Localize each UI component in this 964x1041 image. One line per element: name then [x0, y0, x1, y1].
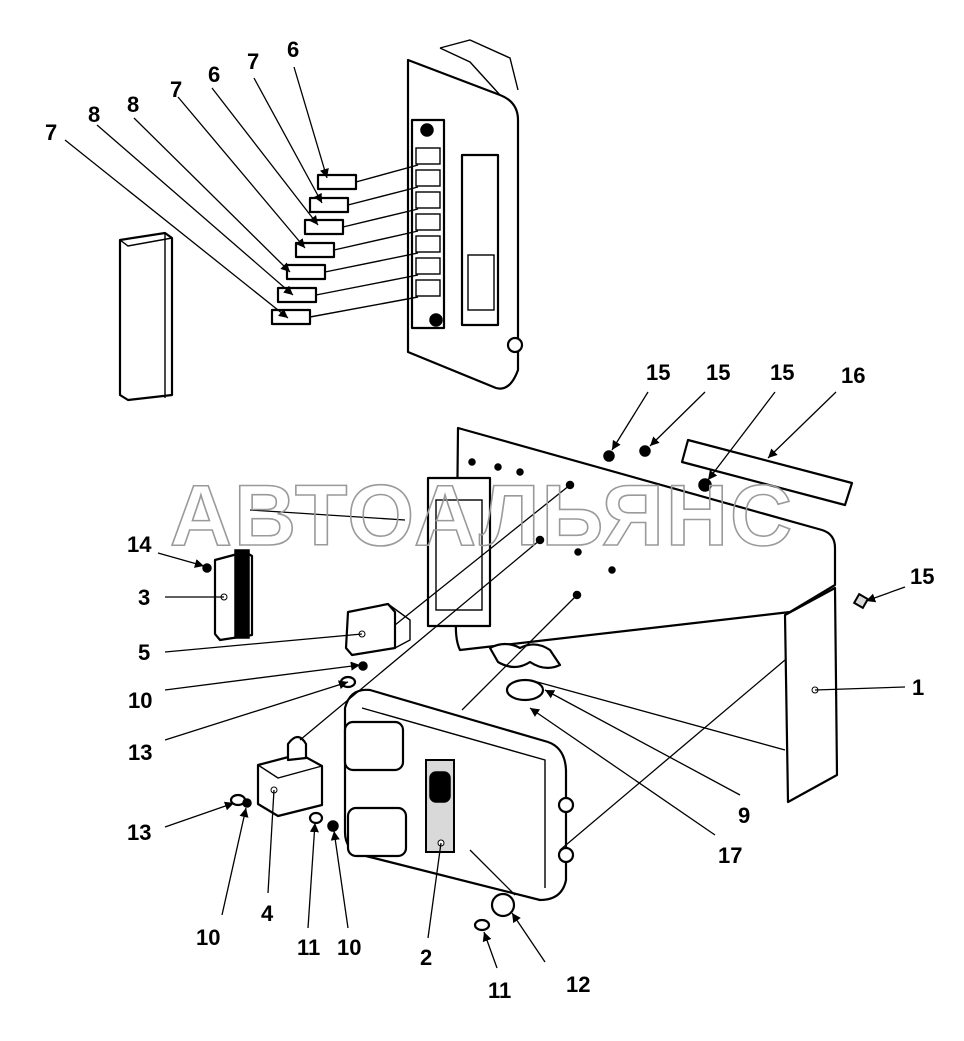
- callout-label: 10: [128, 688, 152, 713]
- fuse-panel: [406, 39, 524, 390]
- callout-label: 7: [170, 77, 182, 102]
- mounting-plate: [426, 426, 854, 652]
- callout-label: 8: [88, 102, 100, 127]
- callout-label: 1: [912, 675, 924, 700]
- leader-lines: [64, 66, 906, 969]
- watermark-text: АВТОАЛЬЯНС: [170, 468, 794, 564]
- callout-label: 7: [247, 49, 259, 74]
- relay-3: [213, 549, 254, 642]
- callout-label: 15: [910, 564, 934, 589]
- callout-label: 11: [297, 935, 320, 960]
- callout-labels: 7 8 8 7 6 7 6 15 15 15 16 15 14 3 5 10 1…: [45, 37, 934, 1003]
- callout-label: 12: [566, 972, 590, 997]
- callout-label: 7: [45, 120, 57, 145]
- callout-label: 17: [718, 843, 742, 868]
- nut-set: [603, 445, 870, 610]
- callout-label: 15: [770, 360, 794, 385]
- callout-label: 16: [841, 363, 865, 388]
- fastener-set: [202, 563, 516, 932]
- callout-label: 5: [138, 640, 150, 665]
- fuse-set: [270, 164, 419, 326]
- callout-label: 8: [127, 92, 139, 117]
- callout-label: 10: [337, 935, 361, 960]
- callout-label: 2: [420, 945, 432, 970]
- callout-label: 14: [127, 532, 152, 557]
- ecu-unit: [343, 688, 575, 902]
- callout-label: 6: [287, 37, 299, 62]
- side-plate: [783, 586, 839, 804]
- callout-label: 11: [488, 978, 511, 1003]
- callout-label: 15: [706, 360, 730, 385]
- callout-label: 9: [738, 803, 750, 828]
- fuse-cover: [118, 231, 174, 402]
- callout-label: 13: [127, 820, 151, 845]
- callout-label: 4: [261, 901, 274, 926]
- callout-label: 13: [128, 740, 152, 765]
- callout-label: 6: [208, 62, 220, 87]
- relay-4: [256, 735, 324, 818]
- relay-5: [344, 602, 411, 657]
- callout-label: 3: [138, 585, 150, 610]
- callout-label: 15: [646, 360, 670, 385]
- callout-label: 10: [196, 925, 220, 950]
